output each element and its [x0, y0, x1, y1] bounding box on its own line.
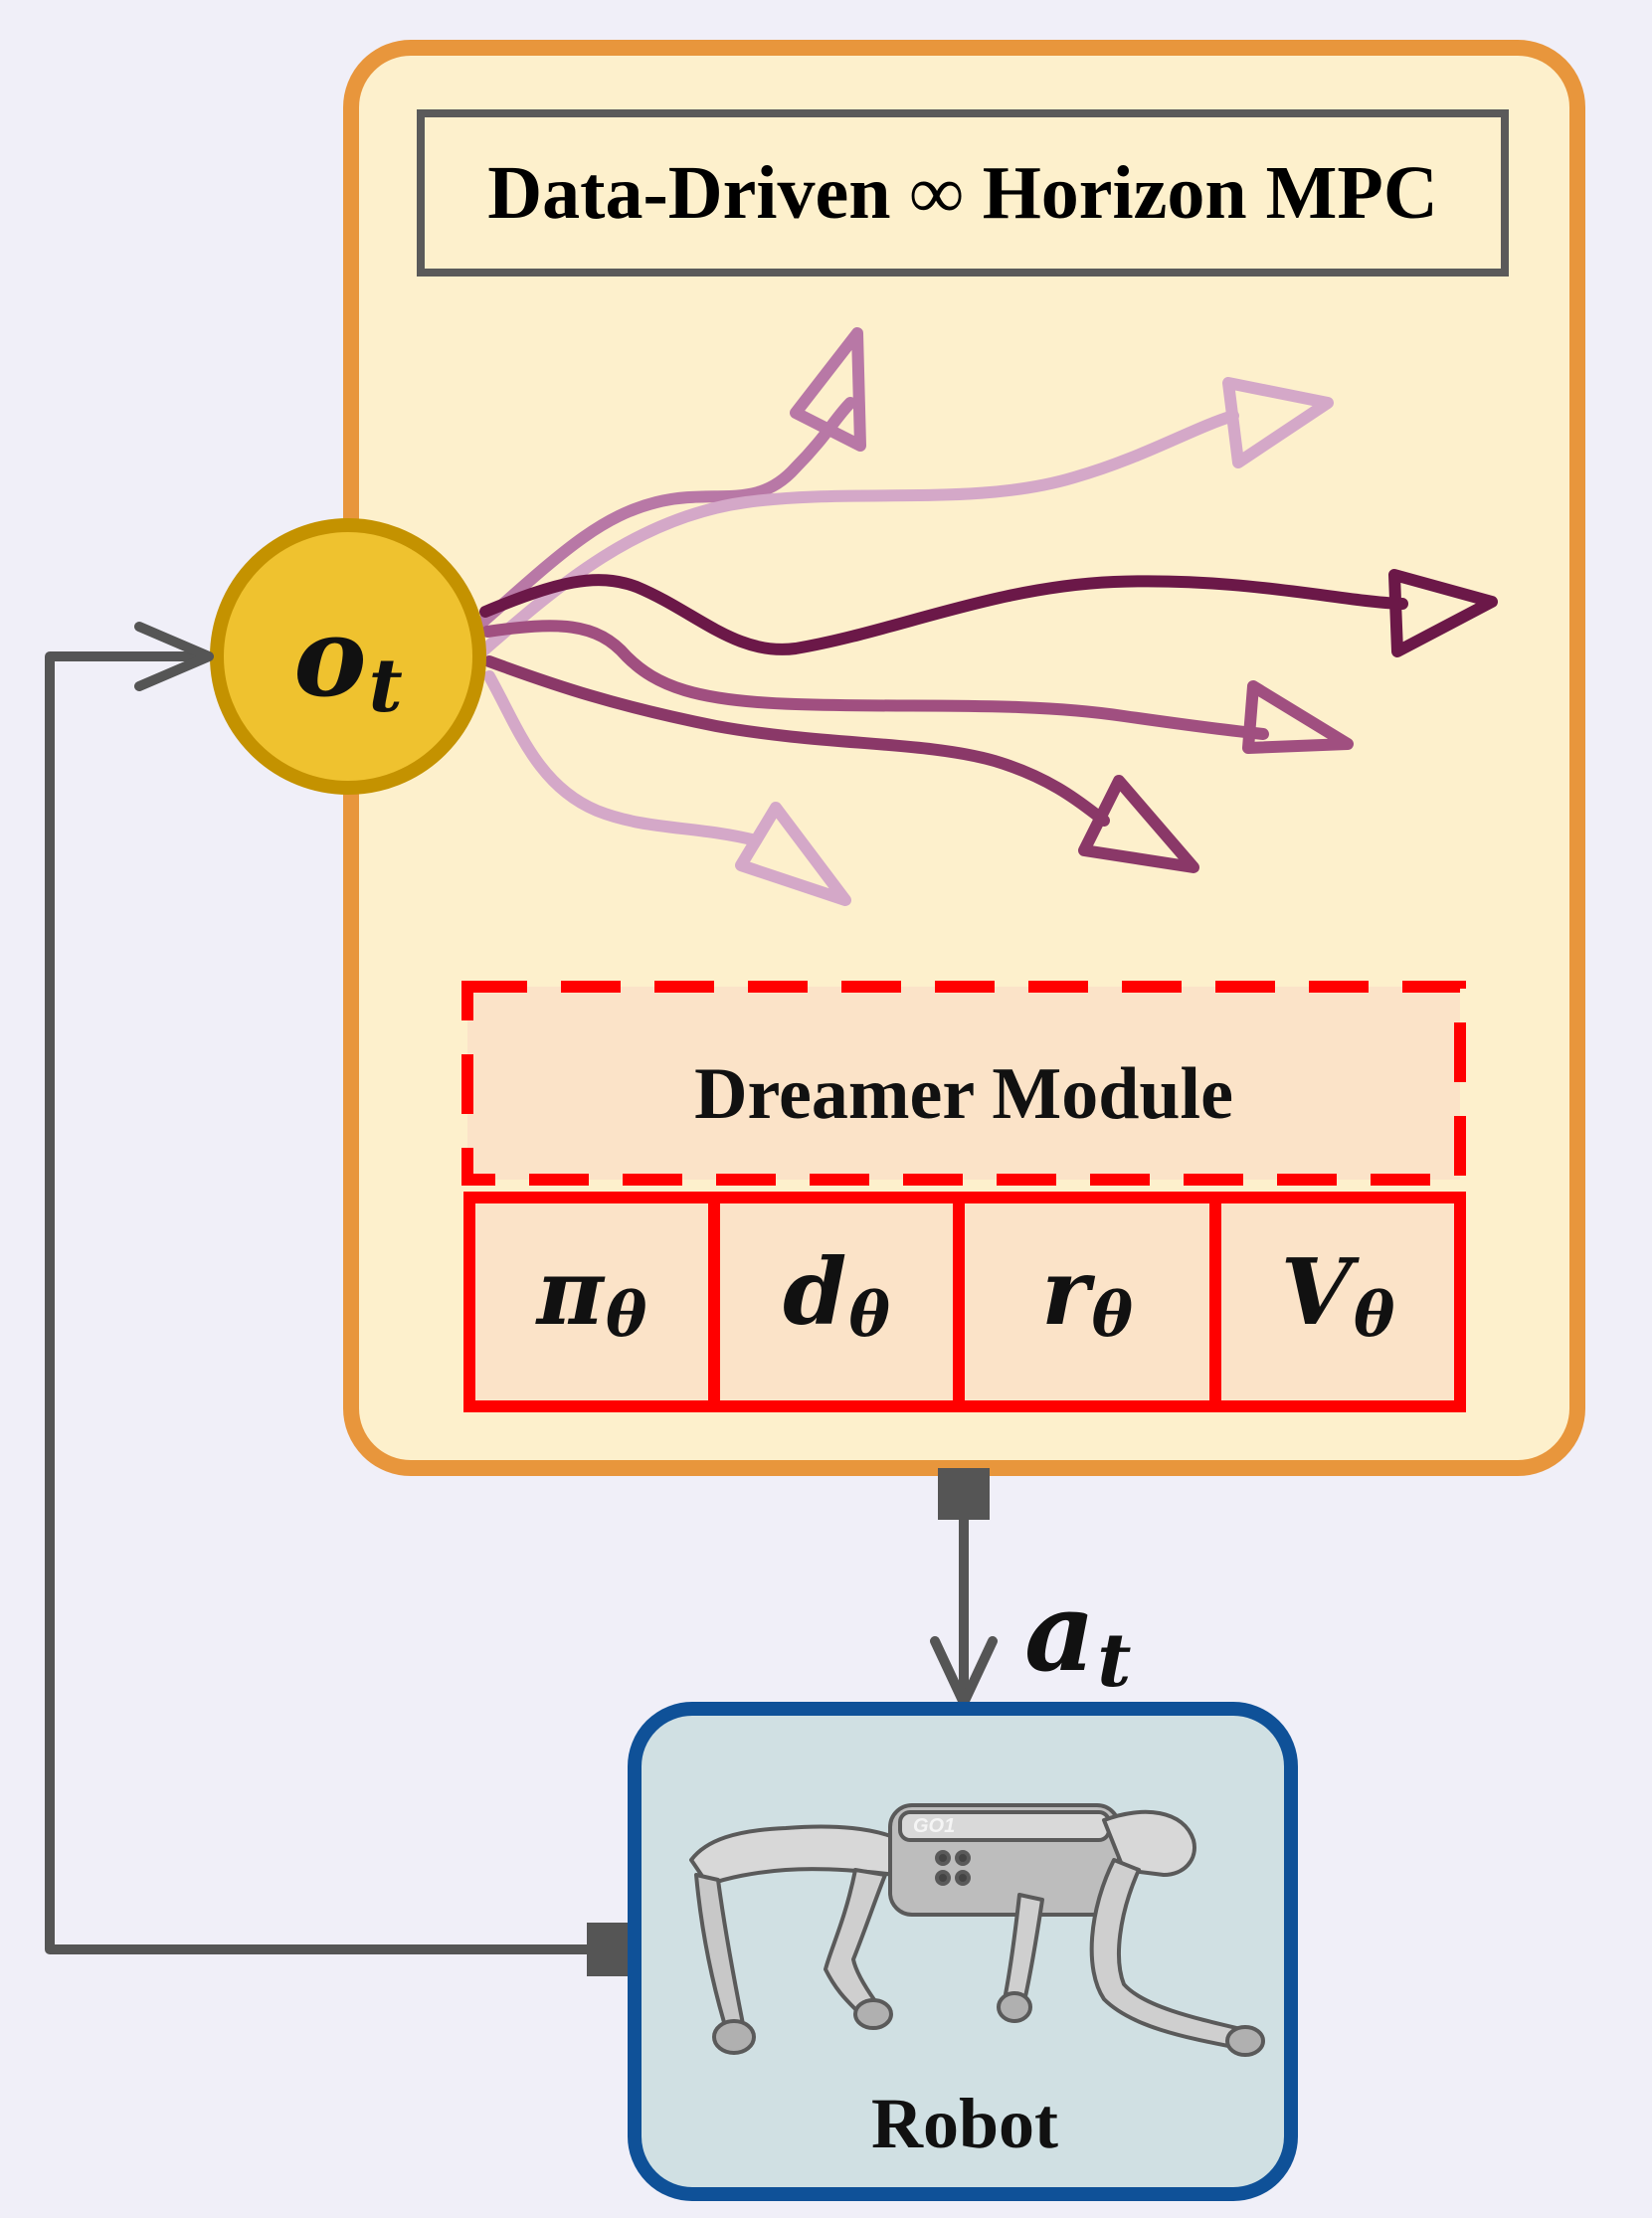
robot-sensor-4 [955, 1870, 971, 1886]
trajectory-fan [471, 327, 1498, 906]
trajectory-1 [471, 397, 856, 633]
mpc-title: Data-Driven ∞ Horizon MPC [487, 150, 1438, 235]
robot-sensor-3 [935, 1870, 951, 1886]
trajectory-4 [481, 620, 1269, 740]
trajectory-2 [476, 410, 1239, 657]
dynamics-subscript: θ [848, 1277, 890, 1351]
robot-illustration [689, 1803, 1265, 2057]
dreamer-header-box [461, 981, 1466, 1186]
trajectory-4-arrowhead [1242, 680, 1354, 754]
robot-model-badge: GO1 [913, 1815, 955, 1837]
robot-sensor-1 [935, 1850, 951, 1866]
robot-label: Robot [870, 2083, 1058, 2163]
dreamer-module-label: Dreamer Module [694, 1052, 1233, 1135]
trajectory-3 [479, 574, 1408, 655]
trajectory-5 [483, 655, 1110, 827]
robot-front-foot-left [997, 1991, 1032, 2023]
reward-symbol: r [1041, 1238, 1090, 1346]
dreamer-cell-dynamics [708, 1192, 965, 1412]
trajectory-3-arrowhead [1388, 569, 1498, 657]
value-symbol: V [1280, 1238, 1353, 1346]
robot-rear-foot-right [853, 1998, 893, 2030]
dynamics-symbol: d [783, 1238, 847, 1346]
feedback-line [45, 651, 614, 1954]
feedback-arrowhead [134, 622, 214, 691]
trajectory-1-arrowhead [790, 327, 866, 452]
action-symbol: a [1024, 1567, 1096, 1696]
robot-front-thigh [1102, 1809, 1196, 1877]
value-subscript: θ [1354, 1277, 1395, 1351]
mpc-title-box: Data-Driven ∞ Horizon MPC [417, 109, 1509, 277]
observation-subscript: t [368, 644, 403, 729]
trajectory-2-arrowhead [1222, 377, 1334, 468]
dreamer-cell-value [1209, 1192, 1466, 1412]
reward-subscript: θ [1091, 1277, 1133, 1351]
trajectory-6 [483, 670, 762, 846]
trajectory-5-arrowhead [1078, 775, 1199, 873]
policy-subscript: θ [605, 1277, 647, 1351]
trajectory-6-arrowhead [735, 802, 851, 906]
observation-symbol: o [293, 592, 367, 721]
action-subscript: t [1097, 1618, 1132, 1704]
observation-node [210, 518, 486, 795]
policy-symbol: π [536, 1238, 604, 1346]
mpc-output-port [938, 1468, 990, 1520]
robot-front-foot-right [1225, 2025, 1265, 2057]
robot-sensor-2 [955, 1850, 971, 1866]
robot-rear-foot-left [712, 2019, 756, 2055]
